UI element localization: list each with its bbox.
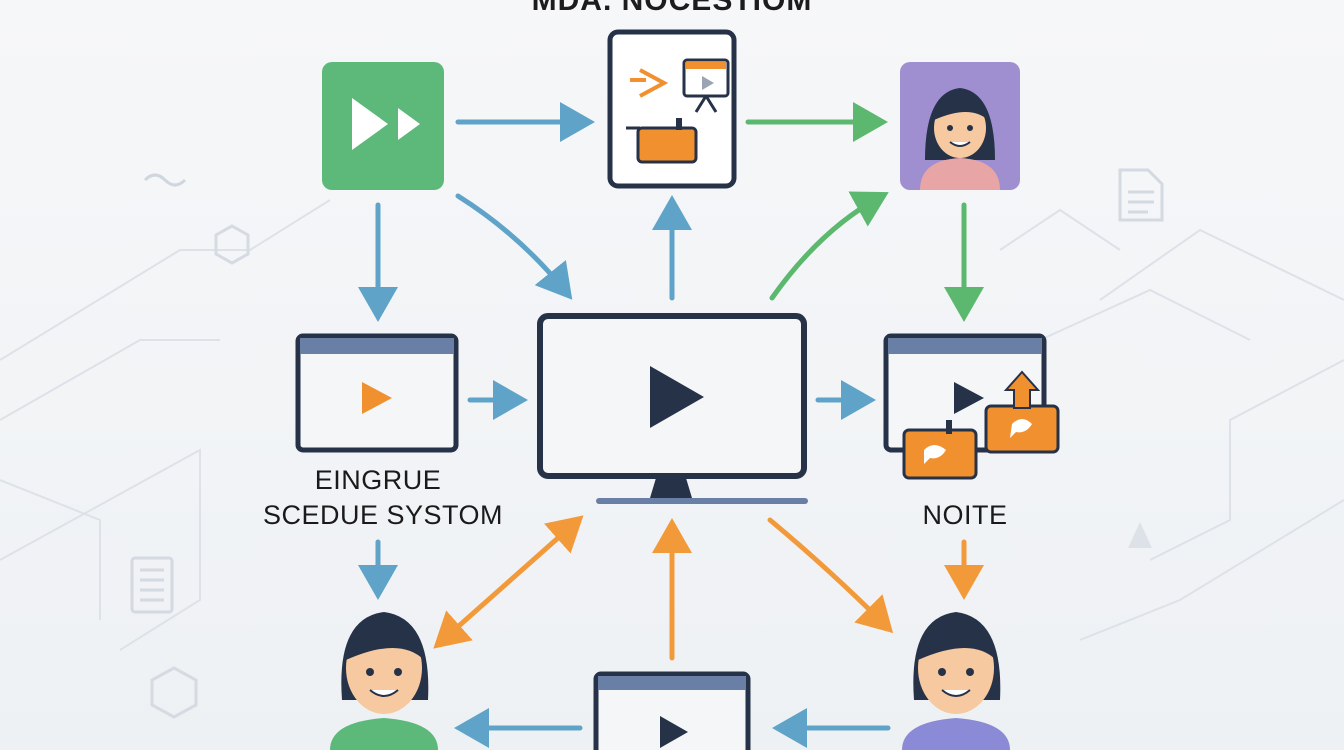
arrow-user-left-to-monitor xyxy=(433,515,584,649)
fast-forward-icon xyxy=(322,62,444,190)
woman-user-icon xyxy=(330,612,438,750)
arrow-monitor-to-avatar xyxy=(769,191,889,301)
stacked-documents-icon xyxy=(130,556,174,614)
woman-avatar-icon xyxy=(900,62,1020,190)
video-window-icon xyxy=(295,333,459,453)
diagram-title: MDA. NOCESTIOM xyxy=(531,0,813,17)
left-label-line1: EINGRUE xyxy=(314,465,442,495)
arrow-monitor-to-user-right xyxy=(767,517,894,634)
left-label-line2: SCEDUE SYSTOM xyxy=(262,500,504,530)
video-window-chat-icon xyxy=(883,333,1060,480)
woman-user-icon xyxy=(902,612,1010,750)
arrow-ff-to-monitor xyxy=(455,193,573,300)
video-window-icon-bottom xyxy=(593,671,751,750)
right-label: NOITE xyxy=(922,500,1008,530)
wave-decoration xyxy=(143,173,187,187)
presentation-board-icon xyxy=(607,29,737,189)
monitor-play-icon xyxy=(537,313,808,504)
triangle-decoration xyxy=(1128,522,1152,548)
document-icon xyxy=(1118,168,1164,222)
